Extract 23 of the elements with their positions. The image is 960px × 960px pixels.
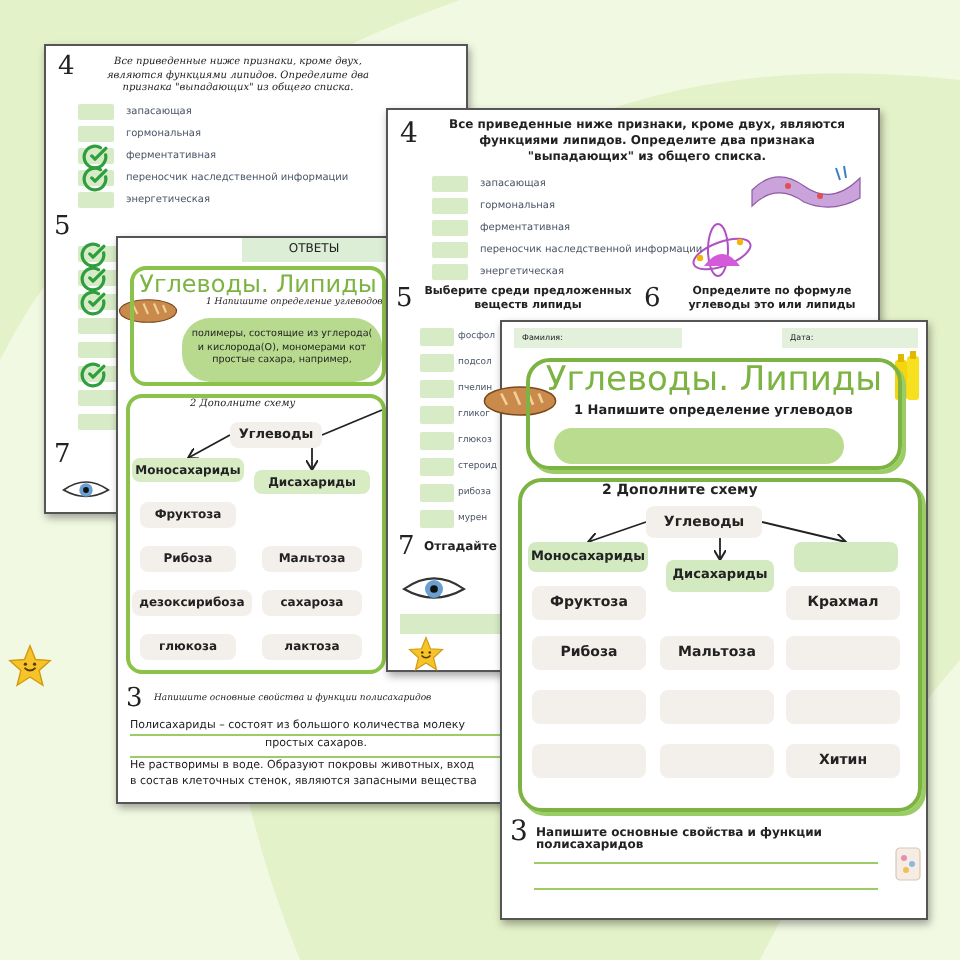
- answer-area: [182, 318, 382, 382]
- question-number: 7: [54, 442, 71, 468]
- arrow: [587, 521, 647, 546]
- question-number: 7: [398, 534, 415, 560]
- category-box: [794, 542, 898, 572]
- scheme-panel: [518, 478, 922, 812]
- worksheet-title: Углеводы. Липиды: [543, 364, 885, 398]
- title-panel: [526, 358, 902, 470]
- question-number: 5: [396, 286, 413, 312]
- question-number: 6: [644, 286, 661, 312]
- question-number: 3: [510, 818, 528, 846]
- answer-area: [554, 428, 844, 464]
- arrow: [305, 447, 319, 471]
- question-number: 3: [126, 686, 143, 712]
- arrow: [761, 521, 847, 547]
- title-panel: [130, 266, 386, 386]
- question-number: 4: [400, 120, 418, 148]
- arrow: [713, 537, 727, 561]
- question-number: 4: [58, 54, 75, 80]
- arrow: [187, 434, 231, 460]
- worksheet-title: Углеводы. Липиды: [138, 272, 377, 296]
- question-number: 5: [54, 214, 71, 240]
- scheme-panel: [126, 394, 386, 674]
